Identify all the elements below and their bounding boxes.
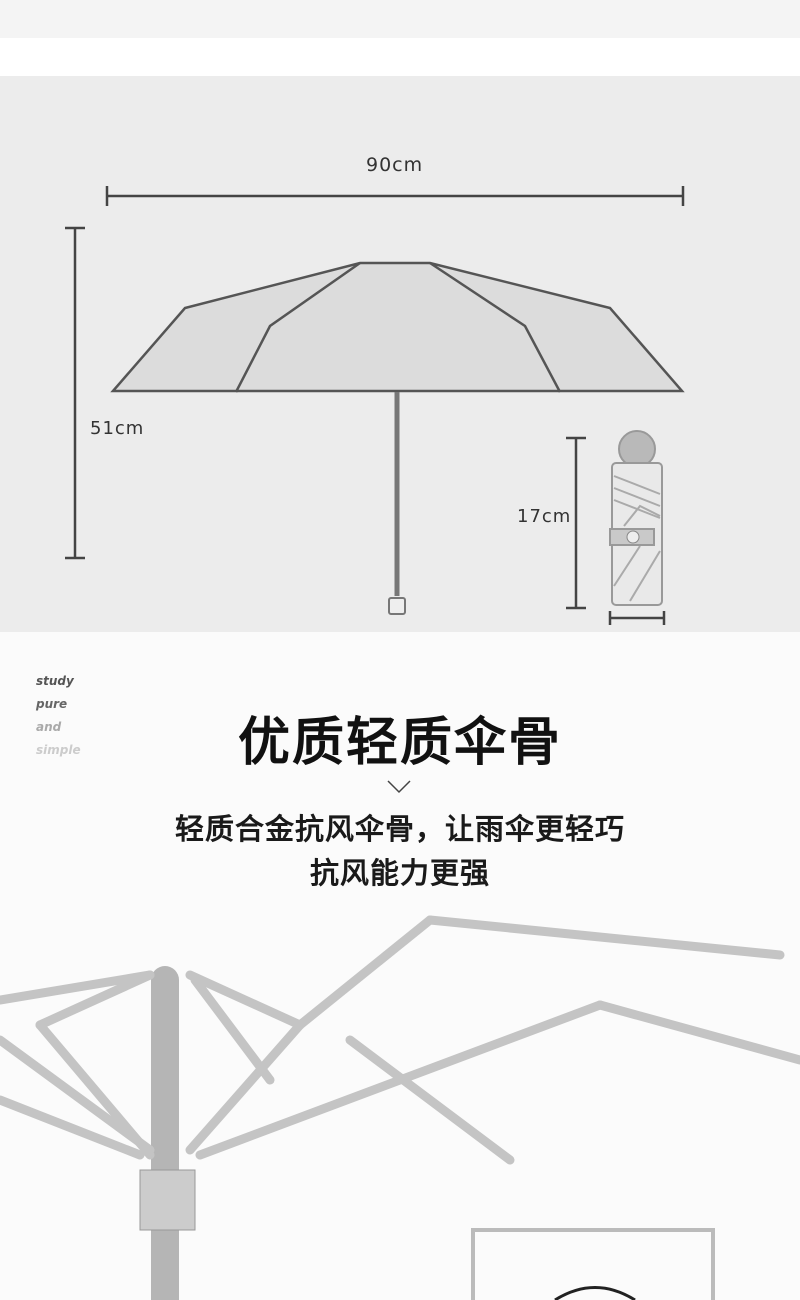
subtitle-line-1: 轻质合金抗风伞骨，让雨伞更轻巧 bbox=[174, 812, 625, 846]
spacer bbox=[0, 38, 800, 76]
width-label: 90cm bbox=[366, 154, 424, 176]
tagline-word: simple bbox=[36, 743, 81, 757]
chevron-down-icon bbox=[387, 780, 411, 794]
top-strip bbox=[0, 0, 800, 38]
umbrella-frame-photo bbox=[0, 915, 800, 1300]
tagline: study pure and simple bbox=[36, 670, 81, 762]
tagline-word: and bbox=[36, 720, 62, 734]
tagline-word: study bbox=[36, 674, 74, 688]
height-label: 51cm bbox=[90, 418, 145, 439]
folded-length-label: 17cm bbox=[517, 506, 572, 527]
subtitle-line-2: 抗风能力更强 bbox=[309, 856, 490, 890]
umbrella-diagram bbox=[65, 186, 685, 625]
tagline-word: pure bbox=[36, 697, 68, 711]
headline: 优质轻质伞骨 bbox=[237, 713, 562, 773]
